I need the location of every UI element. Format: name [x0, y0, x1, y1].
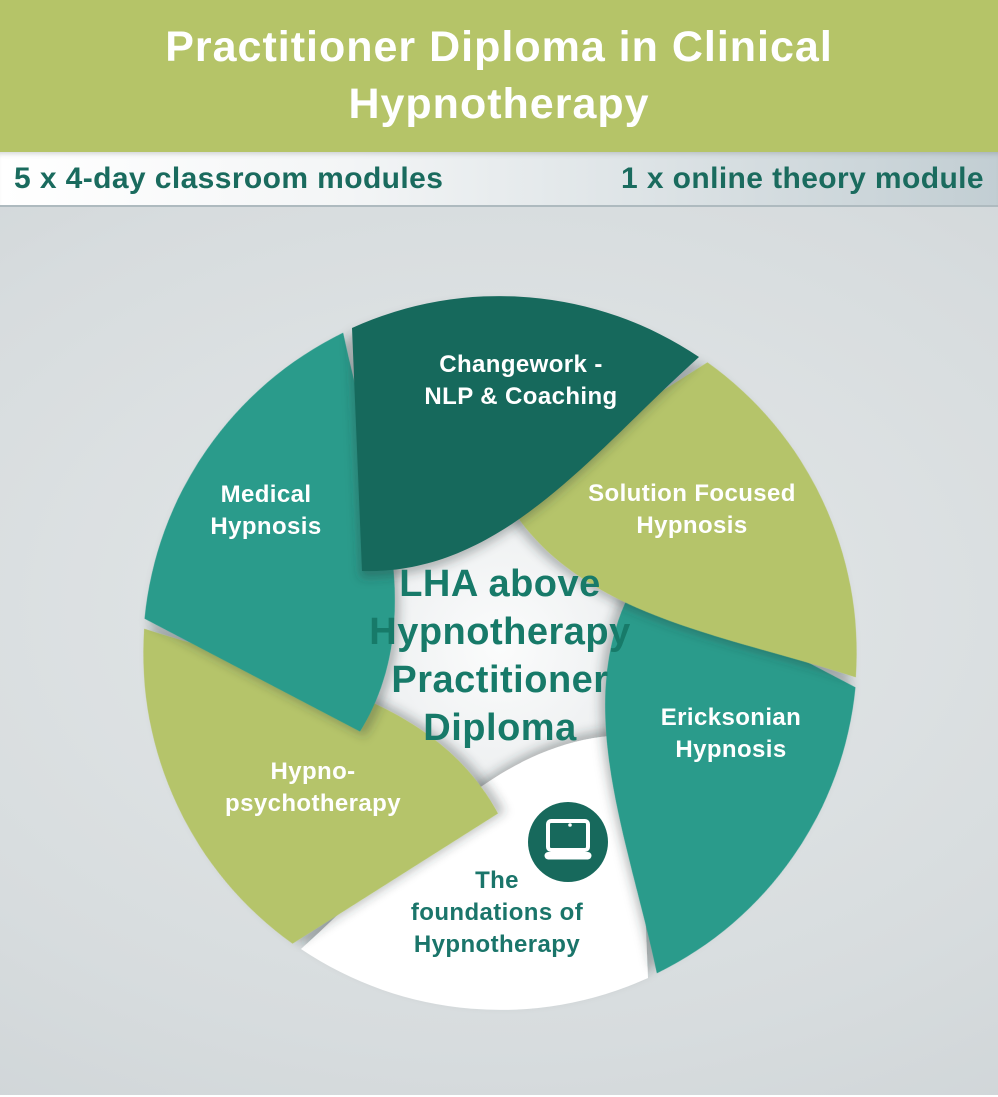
laptop-icon [528, 802, 608, 882]
segment-ericksonian-shape [605, 574, 856, 974]
online-module-label: 1 x online theory module [621, 161, 984, 195]
page-title: Practitioner Diploma in Clinical Hypnoth… [165, 23, 833, 128]
classroom-modules-label: 5 x 4-day classroom modules [14, 161, 444, 195]
segment-medical-shape [144, 332, 395, 732]
diagram-area: Changework - NLP & Coaching Solution Foc… [0, 207, 998, 1095]
module-wheel [143, 296, 857, 1010]
segment-changework-shape [352, 296, 699, 572]
subheader-strip: 5 x 4-day classroom modules 1 x online t… [0, 152, 998, 207]
header-banner: Practitioner Diploma in Clinical Hypnoth… [0, 0, 998, 152]
segment-hypno-psychotherapy-shape [143, 628, 498, 944]
